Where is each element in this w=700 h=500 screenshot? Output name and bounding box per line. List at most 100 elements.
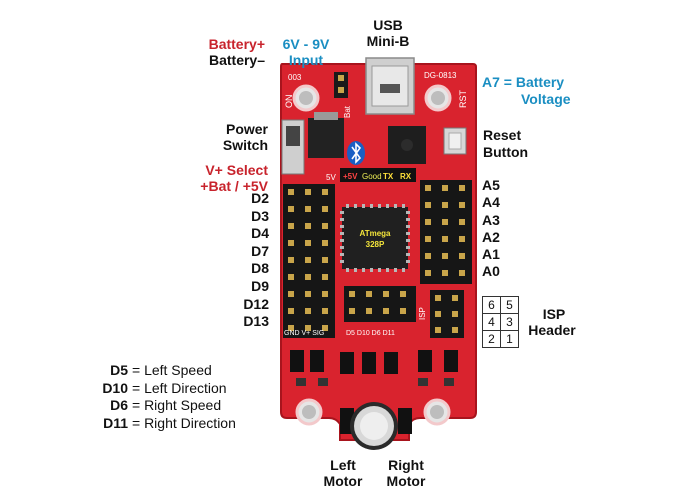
header-pin: [305, 325, 311, 331]
header-pin: [349, 291, 355, 297]
header-pin: [288, 189, 294, 195]
reset-label-2: Button: [483, 144, 529, 160]
chip-leg: [340, 246, 344, 249]
chip-leg: [406, 232, 410, 235]
header-pin: [288, 291, 294, 297]
legend-row: D11 = Right Direction: [0, 415, 275, 433]
ml-label: ML: [318, 433, 330, 442]
header-pin: [322, 308, 328, 314]
usb-connector: [365, 57, 415, 115]
chip-leg: [378, 204, 381, 208]
legend-desc: = Right Direction: [132, 414, 236, 431]
legend-desc: = Left Speed: [132, 362, 212, 378]
bluetooth-icon: [347, 141, 365, 165]
header-pin: [442, 219, 448, 225]
chip-model-label: 328P: [366, 240, 385, 249]
header-pin: [459, 202, 465, 208]
left-pin-list: D2 D3 D4 D7 D8 D9 D12 D13: [243, 190, 269, 331]
header-pin: [383, 308, 389, 314]
header-pin: [459, 185, 465, 191]
rx-led-label: RX: [400, 172, 412, 181]
pin-function-legend: D5 = Left Speed D10 = Left Direction D6 …: [0, 362, 275, 432]
header-pin: [305, 308, 311, 314]
header-pin: [442, 253, 448, 259]
isp-pin: 1: [500, 330, 519, 348]
header-pin: [459, 270, 465, 276]
power-switch: [281, 119, 305, 175]
chip-leg: [406, 225, 410, 228]
pin-label: D2: [251, 190, 269, 206]
pin-label: D3: [251, 207, 269, 224]
isp-pin: 5: [500, 296, 519, 314]
chip-leg: [370, 268, 373, 272]
capacitor: [350, 402, 398, 450]
good-led-label: Good: [362, 172, 382, 181]
power-led-label: +5V: [343, 172, 358, 181]
chip-leg: [402, 268, 405, 272]
reset-label-1: Reset: [483, 127, 522, 143]
header-pin: [442, 202, 448, 208]
pin-label: A2: [482, 228, 500, 245]
header-pin: [322, 240, 328, 246]
chip-leg: [386, 268, 389, 272]
pin-label: A3: [482, 211, 500, 228]
input-voltage-label: 6V - 9V: [282, 36, 330, 52]
header-pin: [435, 327, 441, 333]
left-motor-label-1: Left: [330, 457, 356, 473]
legend-row: D5 = Left Speed: [0, 362, 275, 380]
legend-desc: = Right Speed: [132, 397, 222, 413]
header-pin: [288, 240, 294, 246]
header-pin: [452, 311, 458, 317]
board-id-label: DG-0813: [424, 71, 457, 80]
legend-row: D6 = Right Speed: [0, 397, 275, 415]
chip-leg: [370, 204, 373, 208]
pin-label: D9: [251, 277, 269, 294]
chip-leg: [346, 268, 349, 272]
voltage-regulator: [308, 118, 344, 158]
pwm-silk-label: D5 D10 D6 D11: [346, 330, 395, 337]
tx-led-label: TX: [383, 172, 394, 181]
header-pin: [322, 206, 328, 212]
header-pin: [305, 206, 311, 212]
board-num-label: 003: [288, 73, 302, 82]
header-pin: [459, 253, 465, 259]
left-pin-header: [283, 184, 335, 338]
right-motor-label-1: Right: [388, 457, 424, 473]
header-pin: [425, 253, 431, 259]
header-pin: [305, 257, 311, 263]
usb-label: USB: [373, 17, 403, 33]
pin-label: D13: [243, 313, 269, 330]
header-pin: [400, 291, 406, 297]
header-pin: [425, 270, 431, 276]
header-pin: [305, 291, 311, 297]
header-pin: [349, 308, 355, 314]
left-motor-label-2: Motor: [323, 473, 363, 489]
header-pin: [383, 291, 389, 297]
chip-leg: [406, 218, 410, 221]
isp-pin-header: [430, 290, 464, 338]
chip-leg: [394, 204, 397, 208]
led-strip: [340, 168, 416, 182]
chip-name-label: ATmega: [360, 229, 392, 238]
isp-label-1: ISP: [542, 306, 566, 322]
legend-pin: D5: [110, 362, 128, 378]
chip-leg: [394, 268, 397, 272]
vplus-select-label-2: +Bat / +5V: [200, 178, 268, 194]
header-pin: [442, 270, 448, 276]
pin-label: A5: [482, 177, 500, 193]
header-pin: [305, 240, 311, 246]
chip-leg: [340, 225, 344, 228]
isp-silk-label: ISP: [418, 307, 427, 320]
header-pin: [322, 274, 328, 280]
header-pin: [322, 257, 328, 263]
chip-leg: [362, 204, 365, 208]
legend-pin: D6: [110, 397, 128, 413]
header-pin: [442, 236, 448, 242]
header-pin: [400, 308, 406, 314]
chip-leg: [386, 204, 389, 208]
isp-pin-diagram: 6 5 4 3 2 1: [482, 296, 519, 348]
pin-label: D7: [251, 242, 269, 259]
chip-leg: [402, 204, 405, 208]
chip-leg: [354, 268, 357, 272]
